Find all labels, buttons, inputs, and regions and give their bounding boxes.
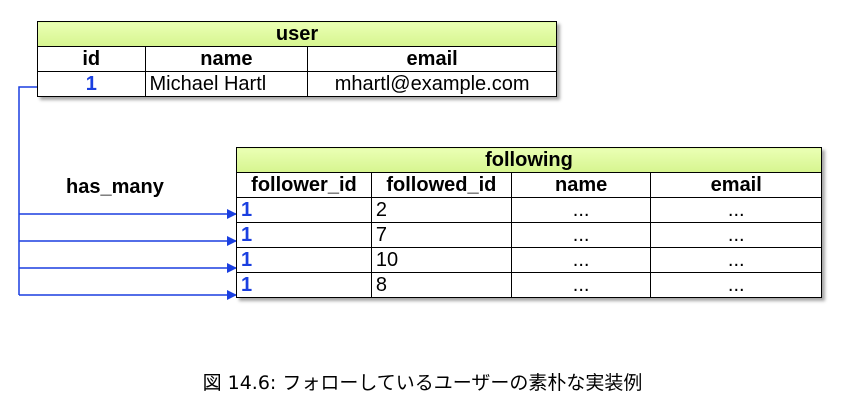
followed-id-cell: 2 — [370, 197, 512, 223]
email-cell: ... — [650, 197, 822, 223]
following-row: 1 8 ... ... — [236, 272, 822, 298]
user-email-cell: mhartl@example.com — [307, 71, 557, 97]
email-cell: ... — [650, 247, 822, 273]
following-header-name: name — [510, 172, 652, 198]
following-row: 1 10 ... ... — [236, 247, 822, 273]
followed-id-cell: 10 — [370, 247, 512, 273]
name-cell: ... — [510, 197, 652, 223]
following-header-follower-id: follower_id — [236, 172, 372, 198]
user-row: 1 Michael Hartl mhartl@example.com — [37, 71, 557, 97]
follower-id-cell: 1 — [236, 247, 372, 273]
followed-id-cell: 8 — [370, 272, 512, 298]
follower-id-cell: 1 — [236, 272, 372, 298]
connector-trunk — [18, 86, 37, 295]
email-cell: ... — [650, 222, 822, 248]
following-header-email: email — [650, 172, 822, 198]
following-row: 1 7 ... ... — [236, 222, 822, 248]
has-many-label: has_many — [66, 176, 164, 198]
user-name-cell: Michael Hartl — [144, 71, 309, 97]
figure-caption: 図 14.6: フォローしているユーザーの素朴な実装例 — [202, 372, 643, 394]
follower-id-cell: 1 — [236, 197, 372, 223]
followed-id-cell: 7 — [370, 222, 512, 248]
user-table: user id name email 1 Michael Hartl mhart… — [37, 21, 557, 97]
following-table: following follower_id followed_id name e… — [236, 147, 822, 298]
user-id-cell: 1 — [37, 71, 146, 97]
following-row: 1 2 ... ... — [236, 197, 822, 223]
email-cell: ... — [650, 272, 822, 298]
name-cell: ... — [510, 272, 652, 298]
user-header-email: email — [307, 46, 557, 72]
user-header-name: name — [144, 46, 309, 72]
name-cell: ... — [510, 222, 652, 248]
user-header-id: id — [37, 46, 146, 72]
name-cell: ... — [510, 247, 652, 273]
follower-id-cell: 1 — [236, 222, 372, 248]
following-table-title: following — [236, 147, 822, 173]
user-table-title: user — [37, 21, 557, 47]
following-header-followed-id: followed_id — [370, 172, 512, 198]
